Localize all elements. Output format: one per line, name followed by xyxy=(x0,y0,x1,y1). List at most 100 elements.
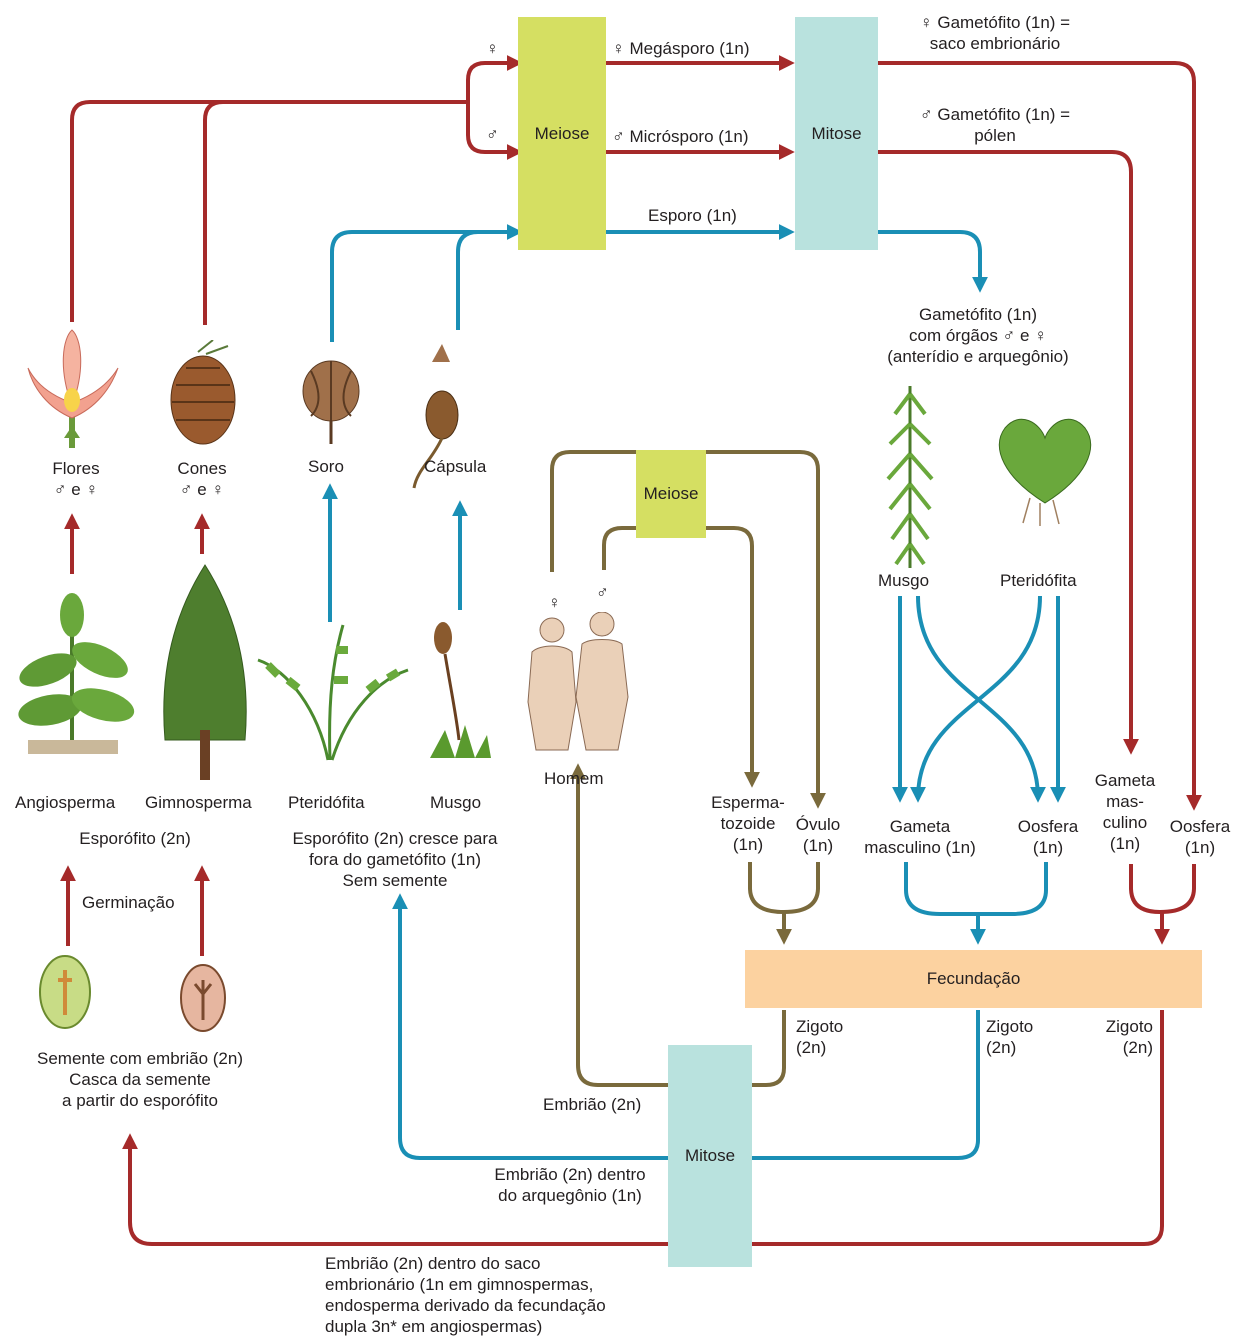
pteridofita-label: Pteridófita xyxy=(288,793,365,812)
pteridofita-note-line1: Esporófito (2n) cresce para xyxy=(292,829,498,848)
germinacao-label: Germinação xyxy=(82,893,175,912)
red-branch-female xyxy=(466,55,523,102)
gimnosperma-label: Gimnosperma xyxy=(145,793,252,812)
cones-label: Cones ♂ e ♀ xyxy=(162,458,242,500)
ovulo-line1: Óvulo xyxy=(795,815,841,834)
red-gametes-join xyxy=(1129,864,1196,915)
pteridofita-gametofito-illustration xyxy=(998,418,1092,526)
red-polen-to-gameta xyxy=(878,150,1139,755)
angiosperma-illustration xyxy=(18,593,135,754)
zigoto-3-label: Zigoto (2n) xyxy=(1080,1016,1153,1058)
capsula-illustration xyxy=(412,344,459,489)
pteridofita-note: Esporófito (2n) cresce para fora do game… xyxy=(270,828,520,891)
gametofito-female-line1: ♀ Gametófito (1n) = xyxy=(919,13,1071,32)
gametofito-female-label: ♀ Gametófito (1n) = saco embrionário xyxy=(880,12,1110,54)
meiose-human-label: Meiose xyxy=(643,484,699,503)
oosfera-2-line2: (1n) xyxy=(1184,838,1216,857)
zigoto-3-line2: (2n) xyxy=(1122,1038,1153,1057)
meiose-label: Meiose xyxy=(534,123,590,143)
blue-pter-gm xyxy=(910,595,1042,803)
embriao-red-line4: dupla 3n* em angiospermas) xyxy=(325,1317,543,1336)
male-symbol-top: ♂ xyxy=(486,125,499,144)
homem-label: Homem xyxy=(544,769,604,788)
musgo-label: Musgo xyxy=(430,793,482,812)
semente-note: Semente com embrião (2n) Casca da sement… xyxy=(10,1048,270,1111)
mitose-bottom-box: Mitose xyxy=(668,1045,752,1267)
espermatozoide-line3: (1n) xyxy=(732,835,764,854)
olive-male-loop xyxy=(602,526,636,570)
gameta-masculino-line1: Gameta xyxy=(889,817,951,836)
cones-line1: Cones xyxy=(177,459,227,478)
oosfera-2-label: Oosfera (1n) xyxy=(1160,816,1240,858)
gameta-masculino-2-line2: mas- xyxy=(1106,792,1144,811)
gametofito-female-line2: saco embrionário xyxy=(929,34,1061,53)
espermatozoide-line1: Esperma- xyxy=(711,793,785,812)
gameta-masculino-2-label: Gameta mas- culino (1n) xyxy=(1088,770,1162,854)
cone-illustration xyxy=(170,340,236,445)
microsporo-label: ♂ Micrósporo (1n) xyxy=(612,127,749,146)
red-flores-to-meiose xyxy=(70,100,468,322)
semente-angio-illustration xyxy=(39,955,91,1029)
semente-note-line2: Casca da semente xyxy=(69,1070,211,1089)
olive-female-loop xyxy=(550,450,636,572)
zigoto-2-label: Zigoto (2n) xyxy=(986,1016,1033,1058)
zigoto-2-line1: Zigoto xyxy=(986,1017,1034,1036)
oosfera-2-line1: Oosfera xyxy=(1169,817,1231,836)
pteridofita-illustration xyxy=(257,624,409,761)
human-female-symbol: ♀ xyxy=(548,593,561,612)
gametofito-note-line1: Gametófito (1n) xyxy=(918,305,1038,324)
blue-mitose-to-pter xyxy=(392,893,668,1160)
zigoto-2-line2: (2n) xyxy=(986,1038,1017,1057)
olive-meiose-to-esperma xyxy=(706,526,760,788)
embriao-olive-label: Embrião (2n) xyxy=(543,1095,642,1114)
semente-note-line1: Semente com embrião (2n) xyxy=(37,1049,243,1068)
embriao-blue-line1: Embrião (2n) dentro xyxy=(494,1165,646,1184)
angiosperma-label: Angiosperma xyxy=(15,793,116,812)
esporo-label: Esporo (1n) xyxy=(648,206,737,225)
soro-label: Soro xyxy=(308,457,344,476)
red-saco-to-oosfera xyxy=(878,61,1202,811)
embriao-red-line1: Embrião (2n) dentro do saco xyxy=(325,1254,541,1273)
olive-gametes-join xyxy=(748,862,820,915)
red-cones-to-meiose xyxy=(203,100,468,325)
human-male-symbol: ♂ xyxy=(596,583,609,602)
ovulo-line2: (1n) xyxy=(802,836,834,855)
mitose-box: Mitose xyxy=(795,17,878,250)
gameta-masculino-2-line1: Gameta xyxy=(1094,771,1156,790)
blue-to-gametofito xyxy=(878,230,988,293)
semente-gimno-illustration xyxy=(180,964,226,1032)
blue-soro-to-meiose xyxy=(330,224,523,342)
zigoto-3-line1: Zigoto xyxy=(1105,1017,1153,1036)
ovulo-label: Óvulo (1n) xyxy=(786,814,850,856)
flores-label: Flores ♂ e ♀ xyxy=(36,458,116,500)
flores-line2: ♂ e ♀ xyxy=(53,480,99,499)
gametofito-male-label: ♂ Gametófito (1n) = pólen xyxy=(880,104,1110,146)
meiose-box: Meiose xyxy=(518,17,606,250)
musgo-gametofito-illustration xyxy=(886,386,934,568)
blue-capsula-join xyxy=(456,230,479,330)
gametofito-male-line1: ♂ Gametófito (1n) = xyxy=(919,105,1071,124)
oosfera-line2: (1n) xyxy=(1032,838,1064,857)
espermatozoide-line2: tozoide xyxy=(720,814,776,833)
gametofito-note-line3: (anterídio e arquegônio) xyxy=(887,347,1069,366)
flores-line1: Flores xyxy=(52,459,100,478)
zigoto-1-line1: Zigoto xyxy=(796,1017,844,1036)
gameta-masculino-label: Gameta masculino (1n) xyxy=(850,816,990,858)
embriao-blue-label: Embrião (2n) dentro do arquegônio (1n) xyxy=(470,1164,670,1206)
red-zigoto-return xyxy=(122,1010,1164,1246)
gametofito-note: Gametófito (1n) com órgãos ♂ e ♀ (anterí… xyxy=(858,304,1098,367)
embriao-blue-line2: do arquegônio (1n) xyxy=(498,1186,642,1205)
olive-mitose-to-homem xyxy=(570,763,668,1087)
blue-zigoto-to-mitose xyxy=(752,1010,980,1160)
mitose-label: Mitose xyxy=(811,123,862,143)
esporofito-label: Esporófito (2n) xyxy=(79,829,191,848)
zigoto-1-label: Zigoto (2n) xyxy=(796,1016,843,1058)
soro-illustration xyxy=(302,360,360,444)
fecundacao-box: Fecundação xyxy=(745,950,1202,1008)
gametofito-note-line2: com órgãos ♂ e ♀ xyxy=(909,326,1047,345)
megasporo-label: ♀ Megásporo (1n) xyxy=(612,39,750,58)
oosfera-label: Oosfera (1n) xyxy=(1010,816,1086,858)
pteridofita-note-line3: Sem semente xyxy=(342,871,448,890)
olive-meiose-to-ovulo xyxy=(706,450,826,809)
musgo-illustration xyxy=(430,622,491,758)
